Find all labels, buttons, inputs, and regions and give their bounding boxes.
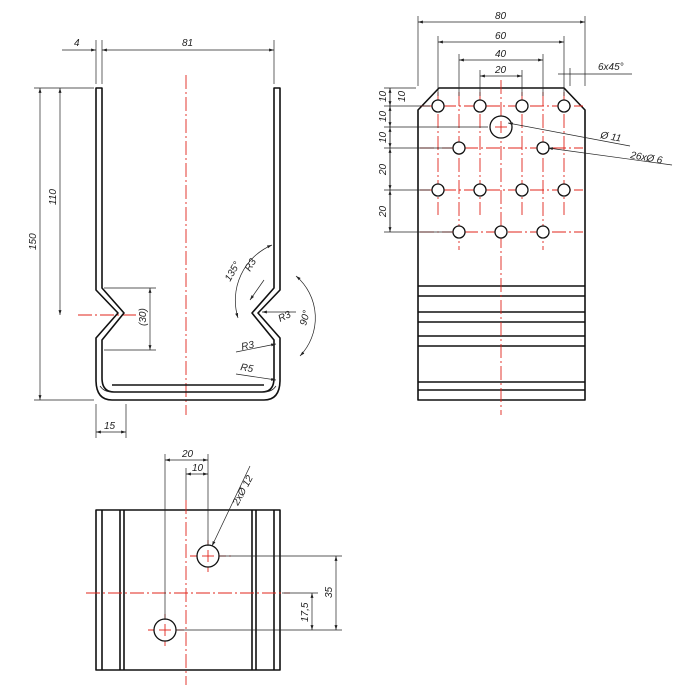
side-dim-dia-big: Ø 11 (598, 130, 622, 145)
side-hole-crosses (495, 121, 507, 133)
front-angle-arc-90 (295, 275, 316, 357)
side-dim-v20a: 20 (378, 163, 389, 176)
front-dim-r-notch-low: R3 (240, 339, 255, 353)
front-dim-thickness: 4 (74, 38, 80, 49)
side-dim-chamfer: 6x45° (598, 62, 624, 73)
side-hole (536, 225, 550, 239)
top-outline (95, 509, 281, 671)
side-hole (515, 183, 529, 197)
front-dim-width: 81 (182, 38, 193, 49)
front-view: 4 81 150 110 (30) 15 135° 90° R3 R3 R3 (28, 38, 316, 438)
side-hole (515, 99, 529, 113)
side-hole (536, 141, 550, 155)
front-dim-r-notch-mid: R3 (277, 309, 294, 325)
front-dim-angle-bend: 90° (298, 309, 313, 326)
front-dim-base-offset: 15 (104, 421, 116, 432)
side-hole (431, 183, 445, 197)
top-hole-crosses (159, 550, 214, 636)
side-view: 80 60 40 20 6x45° 10 10 10 10 20 (378, 11, 673, 415)
side-leader-dia-big (507, 122, 631, 147)
top-leader-holes (211, 465, 251, 547)
side-hole (452, 225, 466, 239)
side-dim-dia-small: 26xØ 6 (628, 150, 663, 167)
side-hole (473, 99, 487, 113)
side-outline (417, 87, 586, 401)
top-dim-holes: 2xØ 12 (230, 473, 256, 508)
front-leader-r-base (235, 373, 277, 381)
front-base-fillet-left (99, 385, 113, 393)
front-dim-angle-notch: 135° (223, 260, 243, 283)
side-dim-60: 60 (495, 31, 507, 42)
side-dim-80: 80 (495, 11, 507, 22)
side-dim-40: 40 (495, 49, 507, 60)
front-angle-arc-135 (234, 244, 273, 319)
front-base-fillet-right (263, 385, 277, 393)
front-dim-height-notch: 110 (48, 189, 59, 205)
top-dim-35: 35 (324, 586, 335, 598)
side-dim-v20b: 20 (378, 205, 389, 218)
side-dim-v10c: 10 (378, 131, 389, 143)
side-dim-v10a: 10 (378, 90, 389, 102)
top-view: 20 10 2xØ 12 35 17,5 (86, 449, 342, 685)
side-hole (431, 99, 445, 113)
side-leader-dia-small (547, 147, 673, 166)
side-hole (494, 225, 508, 239)
front-outer-profile (95, 87, 281, 401)
side-dim-20: 20 (494, 65, 507, 76)
side-hole (557, 99, 571, 113)
side-hole (473, 183, 487, 197)
top-dim-10: 10 (192, 463, 204, 474)
front-leader-r-low (235, 343, 277, 353)
front-leader-r-top (249, 279, 265, 301)
side-hole (557, 183, 571, 197)
side-hole (452, 141, 466, 155)
top-dim-20: 20 (181, 449, 194, 460)
front-dim-height-total: 150 (28, 233, 39, 250)
front-dim-r-base: R5 (239, 362, 254, 375)
front-dim-r-notch-top: R3 (243, 257, 259, 274)
top-dim-175: 17,5 (300, 602, 311, 622)
front-dim-notch-depth: (30) (138, 308, 149, 326)
side-dim-v10b: 10 (378, 110, 389, 122)
side-dim-v10d: 10 (397, 90, 408, 102)
